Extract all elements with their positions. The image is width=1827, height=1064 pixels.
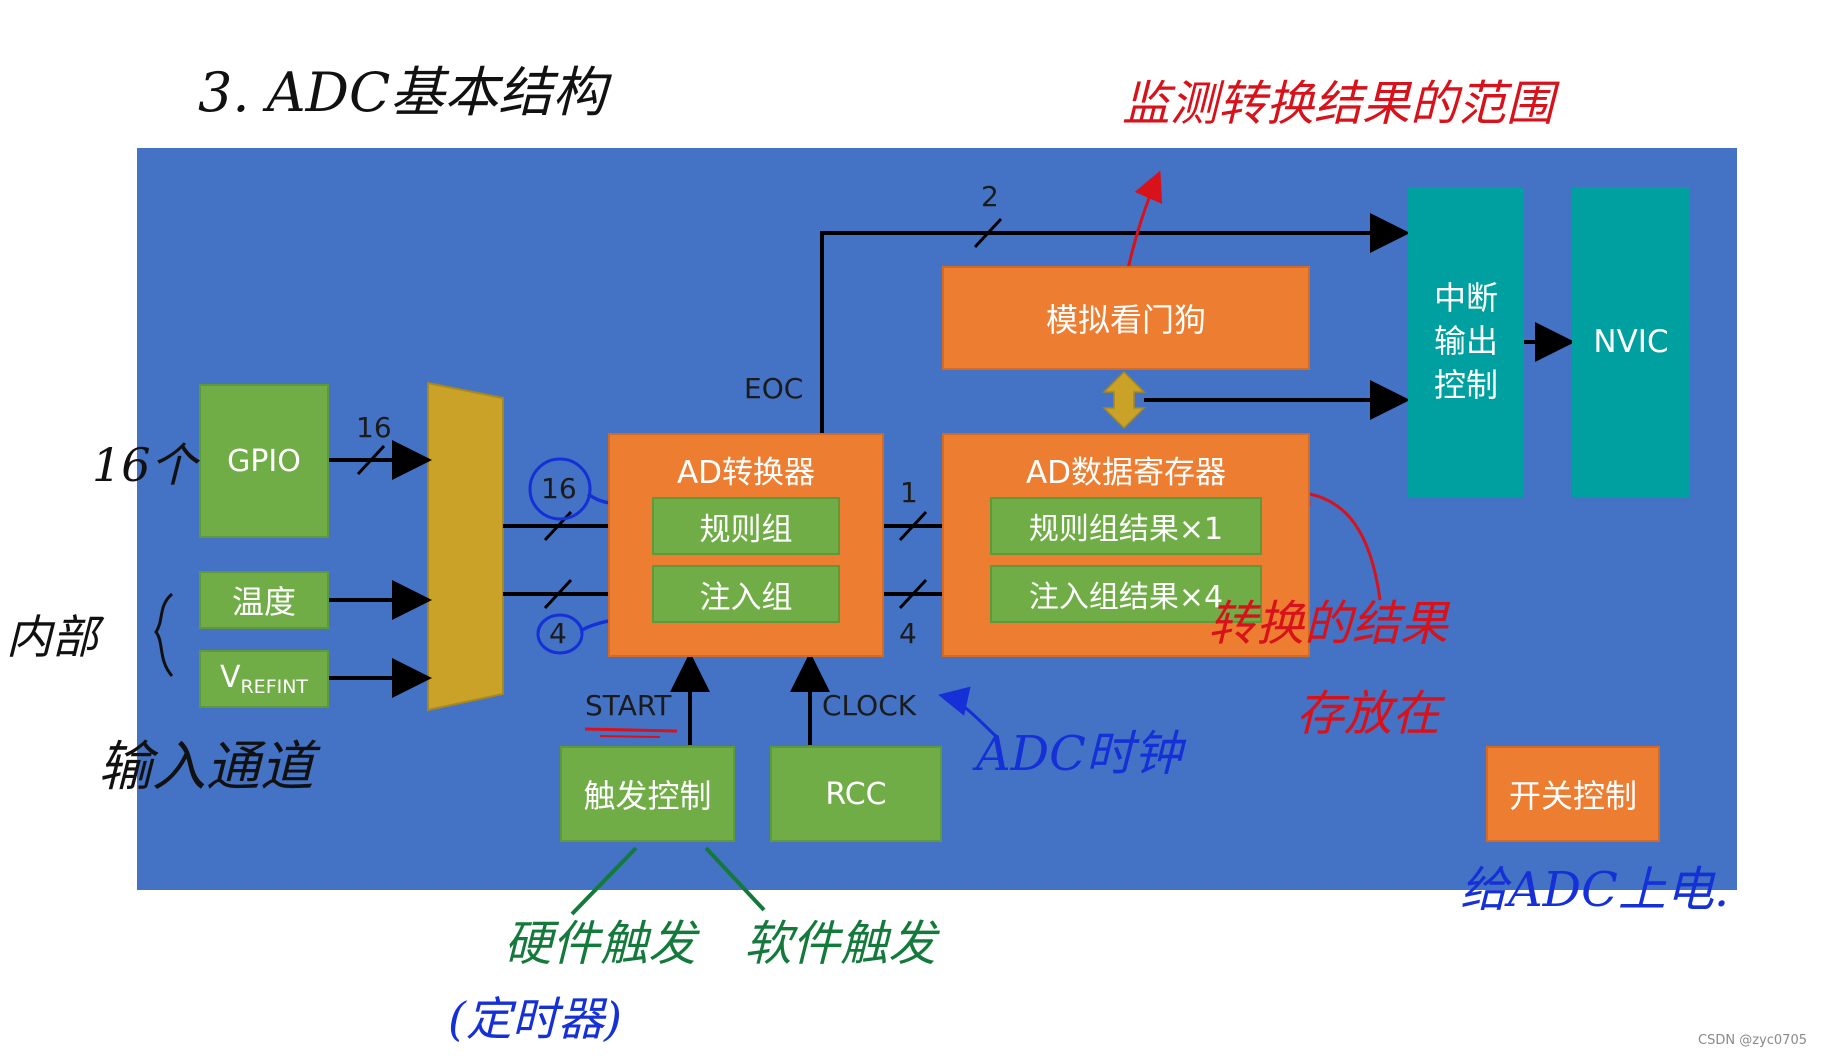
interrupt-line-3: 控制 xyxy=(1433,365,1498,404)
interrupt-control-label: 中断 输出 控制 xyxy=(1434,277,1498,407)
watermark: CSDN @zyc0705 xyxy=(1698,1033,1807,1048)
eoc-label: EOC xyxy=(744,372,804,405)
multiplexer-shape xyxy=(427,381,504,712)
internal-brace xyxy=(154,592,174,677)
vrefint-label: VREFINT xyxy=(220,660,308,698)
eoc-wire xyxy=(820,213,1410,433)
eoc-bus-slash xyxy=(973,217,1003,249)
start-underline-2 xyxy=(599,735,661,738)
result-storage-note-2: 存放在 xyxy=(1296,686,1441,742)
bus-two-label: 2 xyxy=(981,180,999,213)
regular-count-circle xyxy=(528,457,592,521)
watchdog-block: 模拟看门狗 xyxy=(942,266,1310,370)
ad-converter-title: AD转换器 xyxy=(676,455,816,491)
injected-group-block: 注入组 xyxy=(652,565,840,623)
gpio-label: GPIO xyxy=(227,443,301,479)
diagram-title: 3. ADC基本结构 xyxy=(198,61,607,124)
internal-note: 内部 xyxy=(6,610,98,664)
regular-bus-label: 1 xyxy=(900,476,918,509)
injected-count-circle xyxy=(536,613,584,655)
result-storage-note-1: 转换的结果 xyxy=(1208,596,1449,652)
power-switch-label: 开关控制 xyxy=(1508,777,1637,815)
vrefint-block: VREFINT xyxy=(199,650,329,708)
adc-clock-note: ADC时钟 xyxy=(976,726,1182,782)
start-underline xyxy=(584,727,678,733)
temperature-block: 温度 xyxy=(199,571,329,629)
interrupt-line-2: 输出 xyxy=(1433,322,1498,361)
software-trigger-line xyxy=(704,846,766,912)
rcc-block: RCC xyxy=(770,746,942,842)
injected-bus-slash xyxy=(543,578,573,610)
hardware-trigger-line xyxy=(570,846,638,916)
trigger-control-label: 触发控制 xyxy=(583,777,712,815)
clock-note-arrow xyxy=(938,686,999,740)
gpio-16-note: 16个 xyxy=(92,438,197,492)
temperature-label: 温度 xyxy=(231,583,296,621)
vrefint-main: V xyxy=(219,660,241,695)
regular-group-label: 规则组 xyxy=(699,511,793,548)
regular-count-label: 16 xyxy=(541,472,577,505)
data-register-title: AD数据寄存器 xyxy=(1025,455,1227,491)
gpio-count-label: 16 xyxy=(356,411,392,444)
injected-group-label: 注入组 xyxy=(699,579,793,616)
regular-result-block: 规则组结果×1 xyxy=(990,497,1262,555)
interrupt-line-1: 中断 xyxy=(1433,279,1498,318)
injected-result-block: 注入组结果×4 xyxy=(990,565,1262,623)
watchdog-note-arrow xyxy=(1124,170,1163,279)
injected-result-label: 注入组结果×4 xyxy=(1028,580,1224,615)
watchdog-range-note: 监测转换结果的范围 xyxy=(1122,76,1555,132)
power-switch-block: 开关控制 xyxy=(1486,746,1660,842)
gpio-bus-slash xyxy=(356,444,386,476)
watchdog-label: 模拟看门狗 xyxy=(1045,301,1206,339)
regular-group-block: 规则组 xyxy=(652,497,840,555)
watchdog-register-double-arrow xyxy=(1102,370,1146,430)
vrefint-subscript: REFINT xyxy=(240,676,309,698)
injected-bus-label: 4 xyxy=(899,617,917,650)
power-on-note: 给ADC上电. xyxy=(1460,862,1730,918)
clock-label: CLOCK xyxy=(822,689,917,722)
hardware-trigger-note: 硬件触发 xyxy=(504,916,697,972)
injected-count-label: 4 xyxy=(549,617,567,650)
nvic-label: NVIC xyxy=(1593,324,1669,360)
rcc-label: RCC xyxy=(825,776,887,812)
timer-note: (定时器) xyxy=(448,992,622,1046)
start-label: START xyxy=(585,689,672,722)
nvic-block: NVIC xyxy=(1572,187,1690,497)
regular-bus-slash xyxy=(543,510,573,542)
trigger-control-block: 触发控制 xyxy=(560,746,735,842)
software-trigger-note: 软件触发 xyxy=(744,916,937,972)
regular-result-slash xyxy=(898,510,928,542)
interrupt-control-block: 中断 输出 控制 xyxy=(1408,187,1524,497)
input-channels-note: 输入通道 xyxy=(98,735,314,798)
regular-result-label: 规则组结果×1 xyxy=(1028,512,1224,547)
injected-result-slash xyxy=(898,578,928,610)
gpio-block: GPIO xyxy=(199,384,329,538)
